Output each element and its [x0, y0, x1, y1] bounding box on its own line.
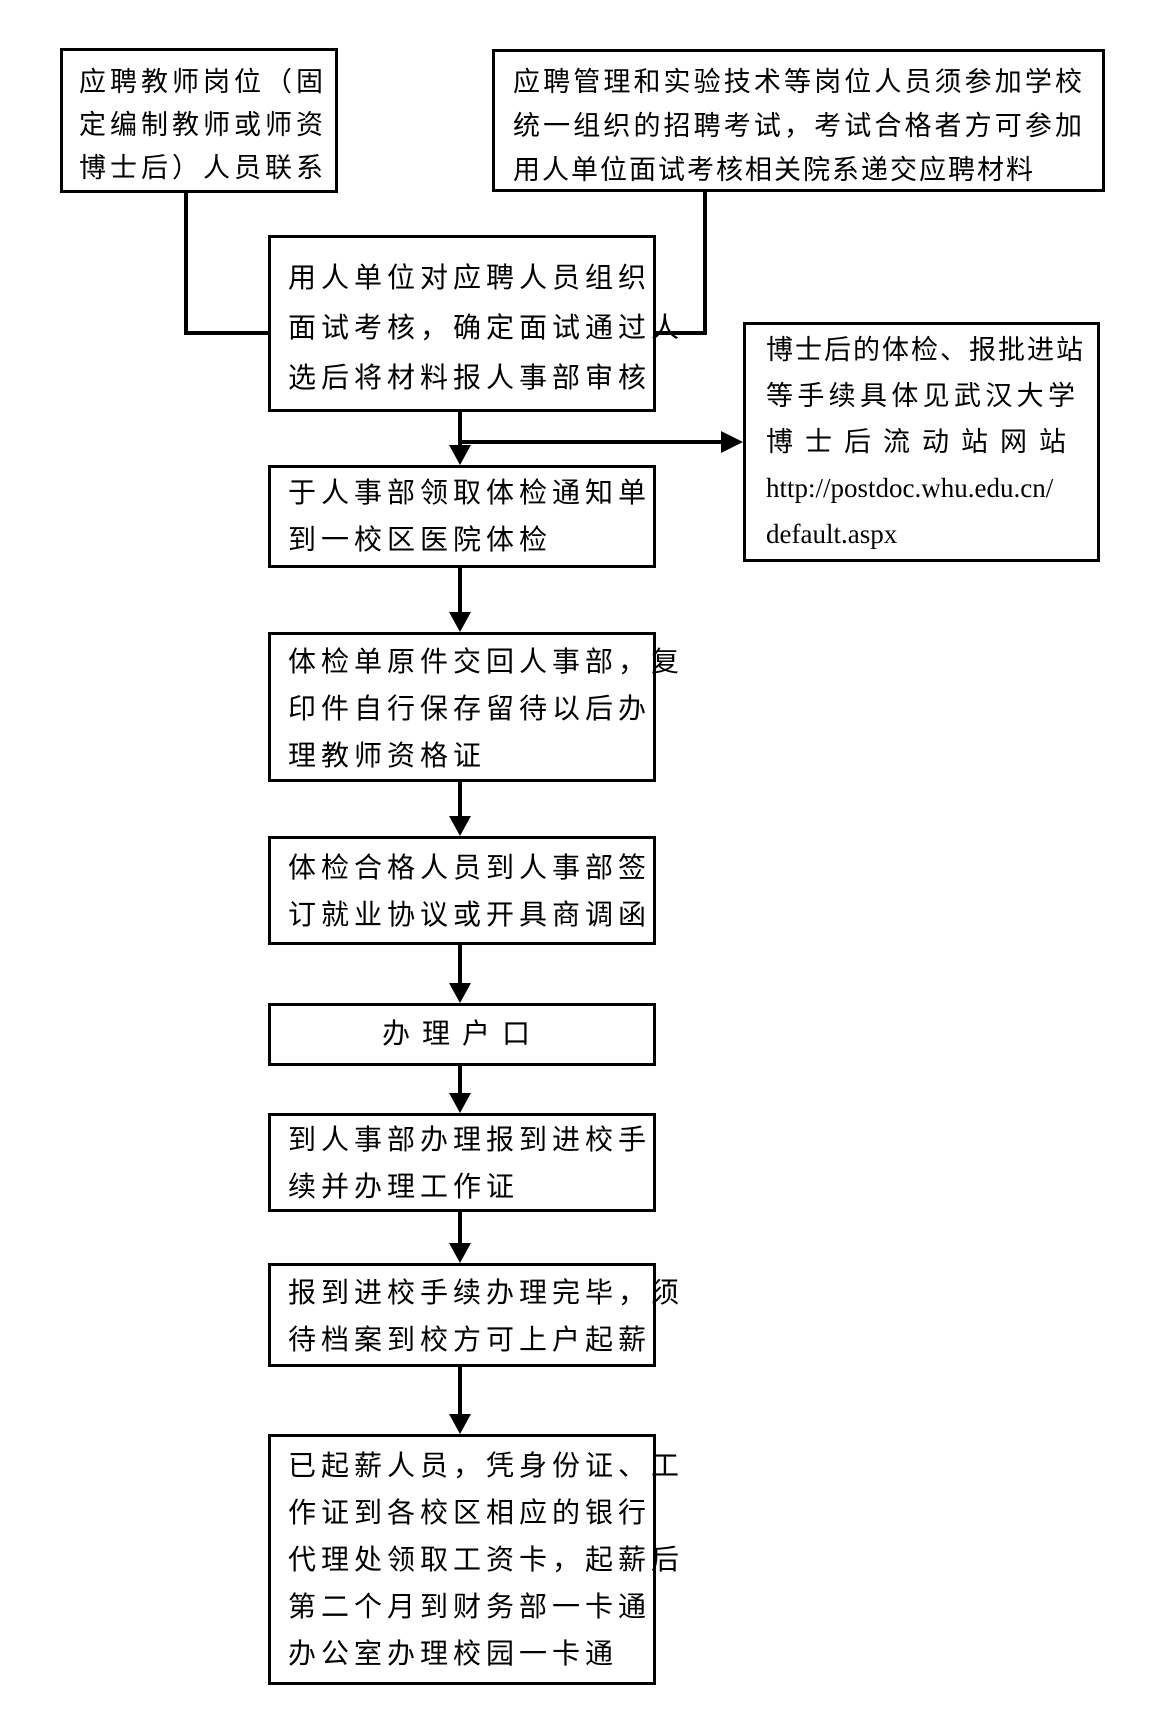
- postdoc-site-url: default.aspx: [766, 519, 898, 549]
- box-line: 代理处领取工资卡，起薪后: [288, 1545, 685, 1576]
- box-line: 第二个月到财务部一卡通: [288, 1592, 652, 1623]
- box-line: 博士后的体检、报批进站: [766, 335, 1085, 365]
- connector-right-vertical: [703, 192, 707, 335]
- box-line: 办公室办理校园一卡通: [288, 1639, 619, 1670]
- arrow-line: [458, 1367, 462, 1418]
- box-line: 到人事部办理报到进校手: [288, 1125, 652, 1156]
- connector-right-horizontal: [656, 331, 707, 335]
- node-medical-notice: 于人事部领取体检通知单 到一校区医院体检: [268, 465, 656, 568]
- arrow-line: [458, 1212, 462, 1247]
- arrowhead-down-icon: [449, 1414, 471, 1434]
- node-hukou: 办理户口: [268, 1003, 656, 1066]
- box-line: 统一组织的招聘考试，考试合格者方可参加: [513, 111, 1084, 141]
- box-line: 定编制教师或师资: [79, 110, 327, 140]
- box-line: 待档案到校方可上户起薪: [288, 1325, 652, 1356]
- arrow-line: [458, 568, 462, 616]
- postdoc-site-url: http://postdoc.whu.edu.cn/: [766, 473, 1054, 503]
- node-staff-exam-requirement: 应聘管理和实验技术等岗位人员须参加学校 统一组织的招聘考试，考试合格者方可参加 …: [492, 49, 1105, 192]
- box-line: 于人事部领取体检通知单: [288, 478, 652, 509]
- box-line: 应聘管理和实验技术等岗位人员须参加学校: [513, 67, 1084, 97]
- arrow-line: [458, 945, 462, 987]
- box-line: 报到进校手续办理完毕，须: [288, 1278, 685, 1309]
- box-line: 理教师资格证: [288, 741, 487, 772]
- node-salary-card-campus-card: 已起薪人员，凭身份证、工 作证到各校区相应的银行 代理处领取工资卡，起薪后 第二…: [268, 1434, 685, 1685]
- node-interview-review: 用人单位对应聘人员组织 面试考核，确定面试通过人 选后将材料报人事部审核: [268, 235, 685, 412]
- box-line: 作证到各校区相应的银行: [288, 1498, 652, 1529]
- node-registration-work-badge: 到人事部办理报到进校手 续并办理工作证: [268, 1113, 656, 1212]
- node-postdoc-info: 博士后的体检、报批进站 等手续具体见武汉大学 博士后流动站网站 http://p…: [743, 322, 1100, 562]
- box-line: 博士后流动站网站: [766, 427, 1078, 457]
- box-line: 等手续具体见武汉大学: [766, 381, 1077, 411]
- box-line: 用人单位面试考核相关院系递交应聘材料: [513, 155, 1035, 185]
- box-line: 应聘教师岗位（固: [79, 67, 327, 97]
- box-line: 续并办理工作证: [288, 1172, 520, 1203]
- arrowhead-down-icon: [449, 1093, 471, 1113]
- arrowhead-down-icon: [449, 612, 471, 632]
- node-archive-salary-start: 报到进校手续办理完毕，须 待档案到校方可上户起薪: [268, 1263, 685, 1367]
- box-line: 办理户口: [381, 1019, 542, 1050]
- box-line: 体检合格人员到人事部签: [288, 853, 652, 884]
- arrowhead-down-icon: [449, 1243, 471, 1263]
- node-medical-form-return: 体检单原件交回人事部，复 印件自行保存留待以后办 理教师资格证: [268, 632, 685, 782]
- connector-left-horizontal: [184, 331, 268, 335]
- arrowhead-down-icon: [449, 816, 471, 836]
- box-line: 订就业协议或开具商调函: [288, 900, 652, 931]
- box-line: 面试考核，确定面试通过人: [288, 313, 685, 344]
- arrow-line: [458, 782, 462, 820]
- node-employment-agreement: 体检合格人员到人事部签 订就业协议或开具商调函: [268, 836, 656, 945]
- box-line: 印件自行保存留待以后办: [288, 694, 652, 725]
- box-line: 博士后）人员联系: [79, 153, 327, 183]
- box-line: 选后将材料报人事部审核: [288, 363, 652, 394]
- box-line: 体检单原件交回人事部，复: [288, 647, 685, 678]
- arrow-line-interview-to-medical: [458, 412, 462, 449]
- arrowhead-right-icon: [721, 431, 743, 453]
- arrow-line: [458, 1066, 462, 1097]
- arrow-line-branch-to-postdoc: [460, 440, 722, 444]
- arrowhead-down-icon: [449, 983, 471, 1003]
- box-line: 已起薪人员，凭身份证、工: [288, 1451, 685, 1482]
- connector-left-vertical: [184, 193, 188, 335]
- node-teacher-position-contact: 应聘教师岗位（固 定编制教师或师资 博士后）人员联系: [60, 48, 338, 193]
- arrowhead-down-icon: [449, 445, 471, 465]
- box-line: 到一校区医院体检: [288, 525, 553, 556]
- box-line: 用人单位对应聘人员组织: [288, 263, 652, 294]
